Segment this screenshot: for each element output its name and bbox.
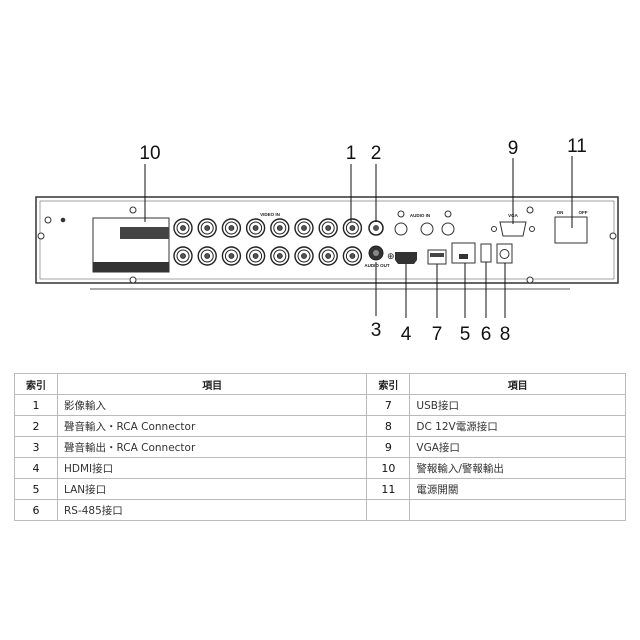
bnc-connector xyxy=(325,225,332,231)
bnc-connector xyxy=(252,225,259,231)
bnc-connector xyxy=(276,225,283,231)
audio-in-label: AUDIO IN xyxy=(410,213,430,218)
bnc-connector xyxy=(349,253,356,259)
callout-1: 1 xyxy=(346,143,357,164)
cell-index: 1 xyxy=(14,394,58,416)
cell-index: 3 xyxy=(14,436,58,458)
bnc-connector xyxy=(276,253,283,259)
cell-index: 2 xyxy=(14,415,58,437)
bnc-connector xyxy=(180,253,186,259)
callout-10: 10 xyxy=(139,143,160,164)
off-label: OFF xyxy=(579,210,588,215)
bnc-connector xyxy=(204,225,211,231)
cell-item: VGA接口 xyxy=(409,436,626,458)
cell-item: DC 12V電源接口 xyxy=(409,415,626,437)
cell-index: 11 xyxy=(366,478,411,500)
cell-index: 6 xyxy=(14,499,58,521)
header-item: 項目 xyxy=(56,373,368,395)
cell-index xyxy=(366,499,411,521)
bnc-connector xyxy=(228,253,235,259)
video-in-label: VIDEO IN xyxy=(260,212,280,217)
callout-3: 3 xyxy=(371,320,382,341)
ground-symbol: ⊕ xyxy=(387,252,395,262)
header-item: 項目 xyxy=(409,373,626,395)
bnc-connector xyxy=(228,225,235,231)
on-label: ON xyxy=(557,210,564,215)
callout-7: 7 xyxy=(432,324,443,345)
callout-11: 11 xyxy=(567,136,587,157)
cell-index: 4 xyxy=(14,457,58,479)
cell-item: LAN接口 xyxy=(56,478,368,500)
bnc-connector xyxy=(325,253,332,259)
cell-item xyxy=(409,499,626,521)
video-in-connectors xyxy=(173,218,363,266)
cell-item: USB接口 xyxy=(409,394,626,416)
header-index: 索引 xyxy=(366,373,411,395)
cell-item: 聲音輸入・RCA Connector xyxy=(56,415,368,437)
bnc-connector xyxy=(301,225,307,231)
rs485-port xyxy=(480,243,492,263)
alarm-terminal-block xyxy=(92,217,170,273)
callout-2: 2 xyxy=(371,143,382,164)
cell-item: 聲音輸出・RCA Connector xyxy=(56,436,368,458)
cell-index: 7 xyxy=(366,394,411,416)
cell-item: 電源開關 xyxy=(409,478,626,500)
vga-port xyxy=(499,221,527,237)
cell-item: 影像輸入 xyxy=(56,394,368,416)
cell-index: 8 xyxy=(366,415,411,437)
leader-lines xyxy=(144,156,573,318)
callout-9: 9 xyxy=(508,138,519,159)
cell-item: RS-485接口 xyxy=(56,499,368,521)
bnc-connector xyxy=(204,253,211,259)
lan-port xyxy=(451,242,476,264)
callout-5: 5 xyxy=(460,324,471,345)
hdmi-port xyxy=(395,252,417,264)
callout-8: 8 xyxy=(500,324,511,345)
cell-index: 10 xyxy=(366,457,411,479)
table-header-row: 索引 項目 索引 項目 xyxy=(14,373,626,395)
header-index: 索引 xyxy=(14,373,58,395)
bnc-connector xyxy=(349,225,356,231)
callout-6: 6 xyxy=(481,324,492,345)
audio-in-connectors xyxy=(394,210,455,236)
screws xyxy=(37,206,617,284)
bnc-connector xyxy=(301,253,307,259)
audio-out-label: AUDIO OUT xyxy=(364,263,390,268)
callout-4: 4 xyxy=(401,324,412,345)
cell-item: 警報輸入/警報輸出 xyxy=(409,457,626,479)
cell-index: 5 xyxy=(14,478,58,500)
power-switch xyxy=(554,216,588,244)
bnc-connector xyxy=(252,253,259,259)
bnc-connector xyxy=(180,225,186,231)
cell-index: 9 xyxy=(366,436,411,458)
chassis-inner xyxy=(39,200,615,280)
cell-item: HDMI接口 xyxy=(56,457,368,479)
dvr-rear-panel-diagram: VIDEO IN ⊕ AUDIO OUT AUDIO IN VGA ON OFF… xyxy=(35,136,619,345)
